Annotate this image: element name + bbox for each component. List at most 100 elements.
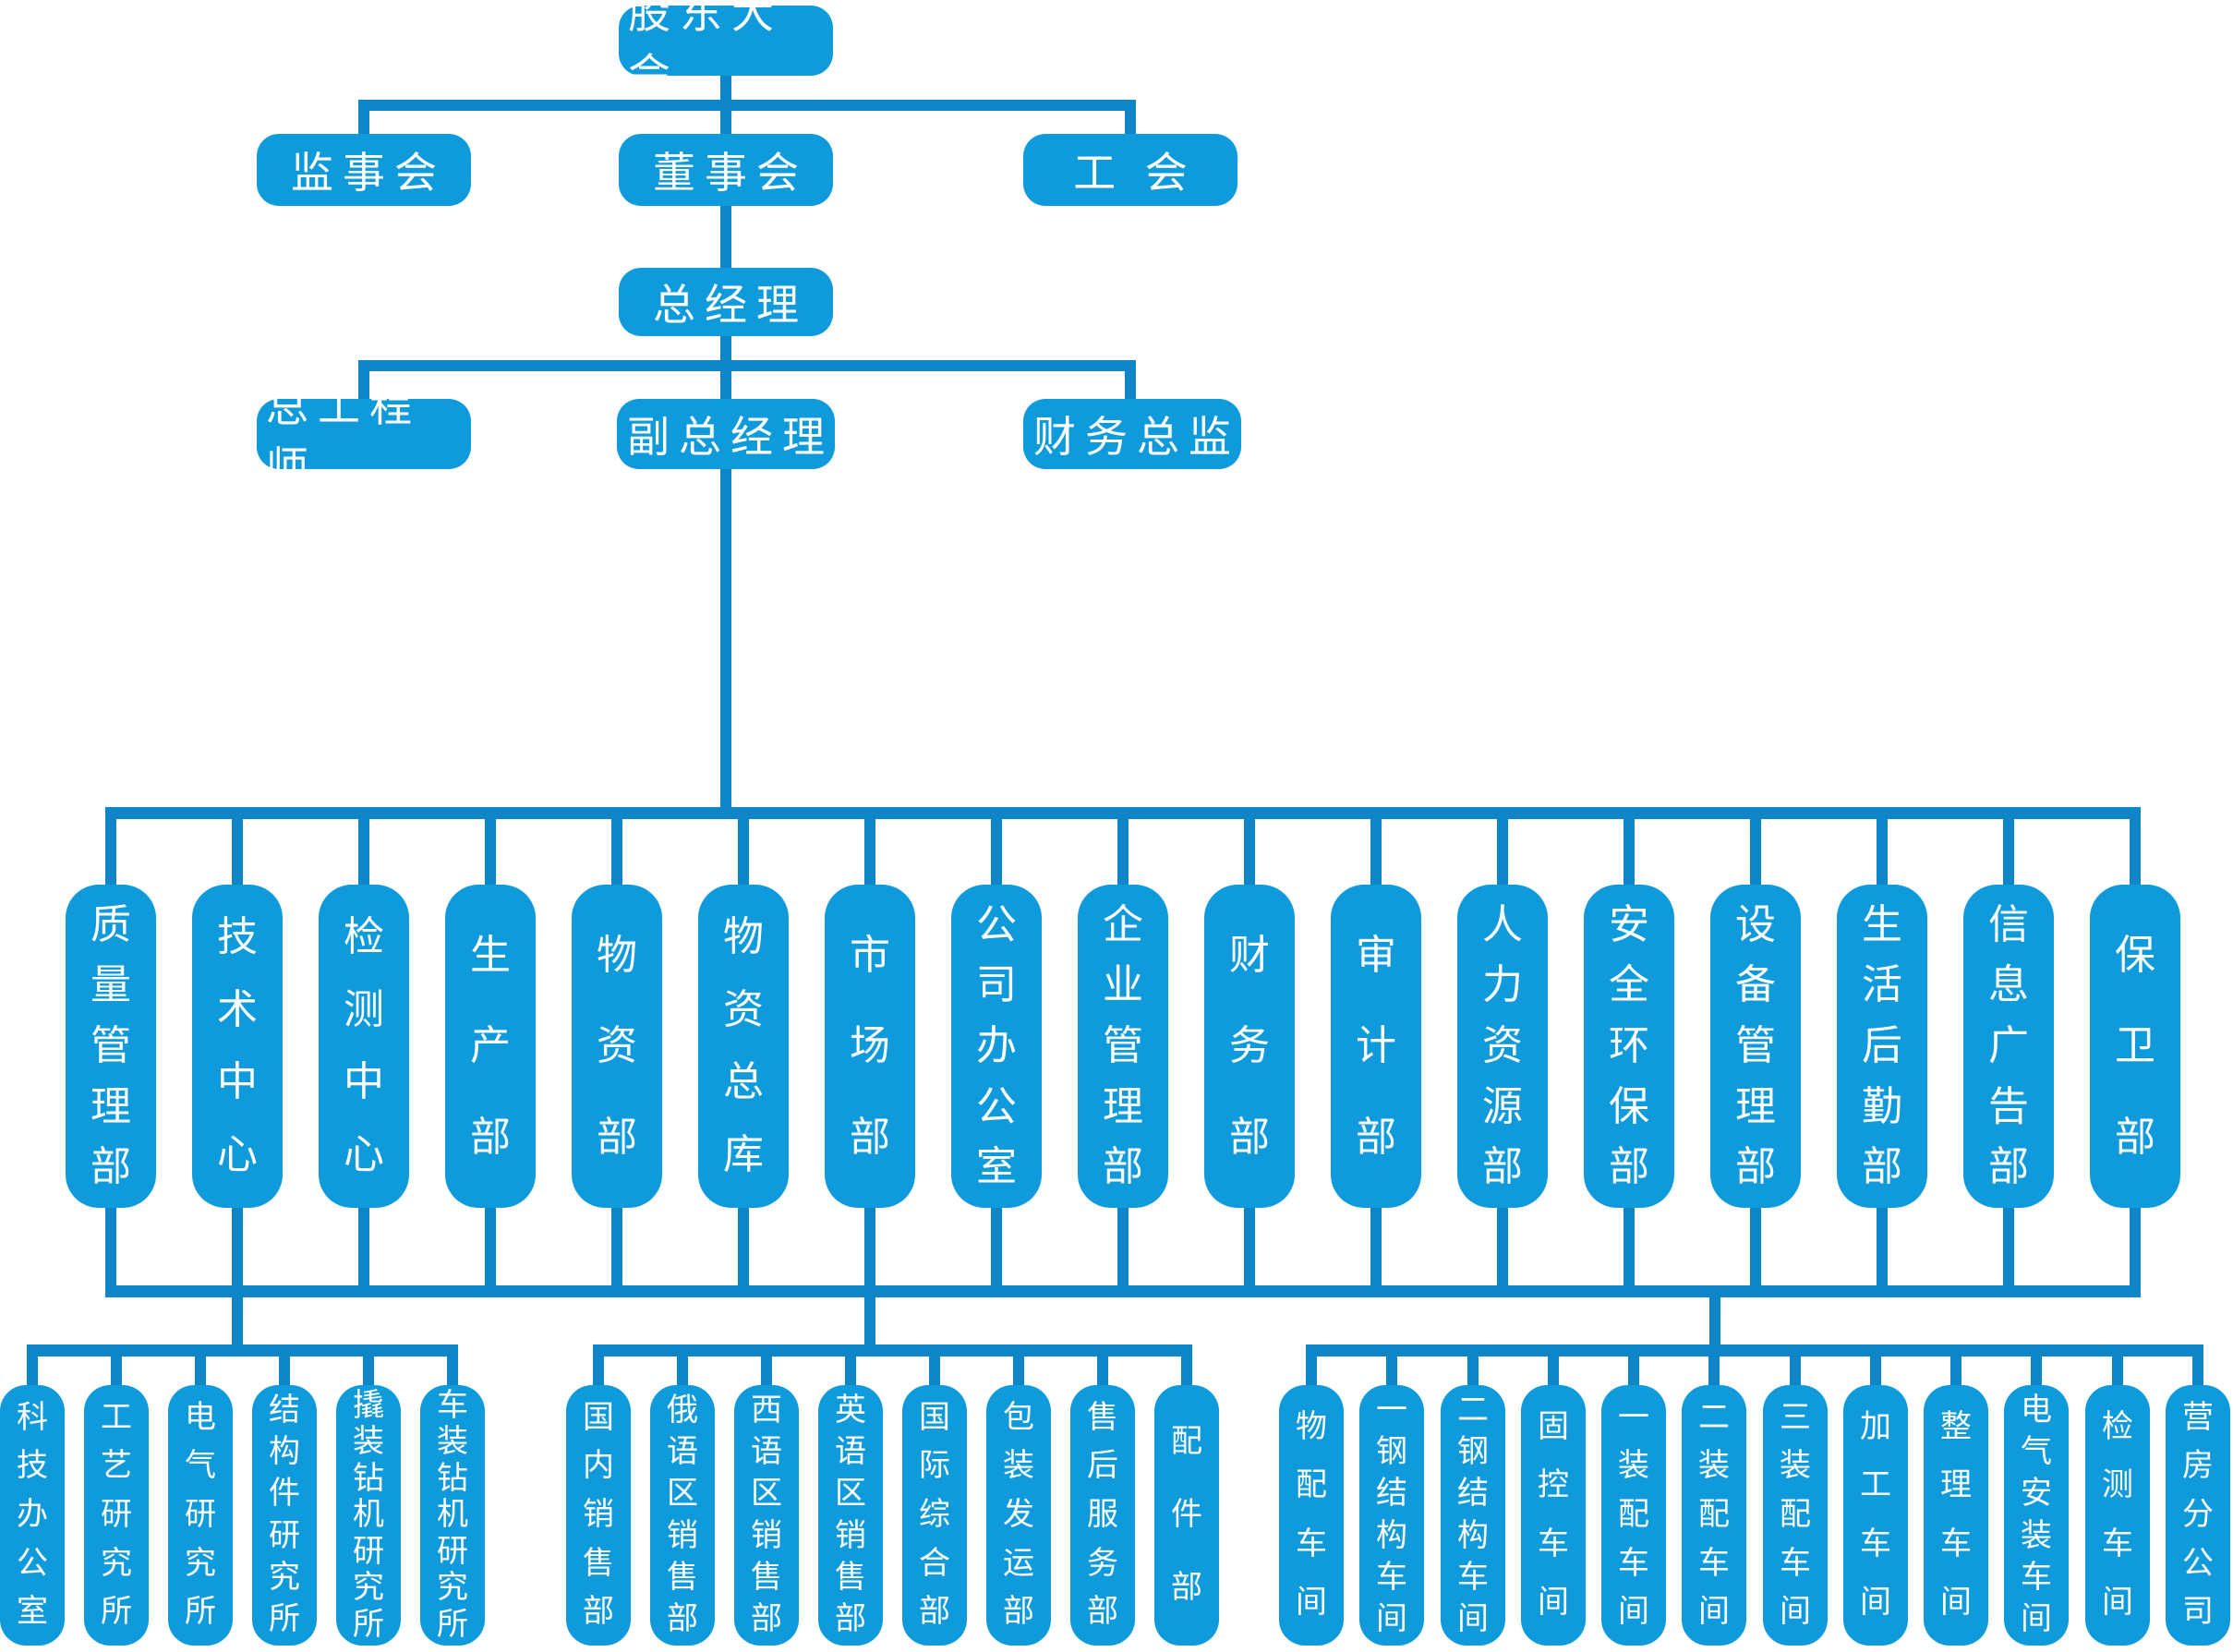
connector-line (1950, 1353, 1961, 1390)
connector-line (447, 1353, 458, 1390)
node-label: 二装配车间 (1698, 1400, 1730, 1630)
connector-line (358, 100, 369, 134)
group2-node-10: 检测车间 (2085, 1385, 2150, 1646)
dept-node-4: 物资部 (572, 885, 662, 1208)
dept-node-13: 设备管理部 (1710, 885, 1801, 1208)
group1-node-6: 售后服务部 (1070, 1385, 1135, 1646)
node-label: 股东大会 (628, 0, 783, 98)
node-label: 俄语区销售部 (667, 1393, 698, 1636)
connector-line (1125, 100, 1136, 134)
node-label: 物资部 (597, 932, 637, 1160)
node-label: 安全环保部 (1609, 901, 1649, 1190)
connector-line (1623, 807, 1635, 886)
connector-line (2003, 1208, 2014, 1291)
connector-line (720, 360, 731, 399)
node-label: 电气研究所 (185, 1400, 216, 1630)
node-label: 工艺研究所 (101, 1400, 132, 1630)
group0-node-2: 电气研究所 (168, 1385, 233, 1646)
node-label: 车装钻机研究所 (437, 1388, 468, 1642)
connector-line (1117, 807, 1129, 886)
connector-line (232, 1293, 243, 1348)
connector-line (2130, 1208, 2141, 1291)
connector-line (2003, 807, 2014, 886)
node-label: 设备管理部 (1735, 901, 1776, 1190)
node-label: 质量管理部 (91, 901, 131, 1190)
node-label: 物配车间 (1296, 1410, 1327, 1620)
connector-line (1306, 1345, 2203, 1357)
connector-line (1750, 1208, 1761, 1291)
node-label: 结构件研究所 (269, 1393, 300, 1636)
connector-line (761, 1353, 772, 1390)
group1-node-3: 英语区销售部 (818, 1385, 883, 1646)
node-shareholders-meeting: 股东大会 (619, 0, 833, 98)
connector-line (1125, 360, 1136, 399)
node-label: 财务总监 (1033, 414, 1240, 461)
connector-line (720, 336, 731, 364)
node-labor-union: 工 会 (1023, 134, 1237, 206)
node-label: 固控车间 (1538, 1410, 1569, 1620)
dept-node-7: 公司办公室 (951, 885, 1042, 1208)
connector-line (1708, 1353, 1720, 1390)
connector-line (1628, 1353, 1639, 1390)
node-label: 总工程师 (266, 383, 421, 491)
node-label: 物资总库 (723, 913, 764, 1178)
node-label: 撬装钻机研究所 (353, 1388, 384, 1642)
dept-node-3: 生产部 (445, 885, 536, 1208)
connector-line (2112, 1353, 2123, 1390)
group2-node-6: 三装配车间 (1763, 1385, 1828, 1646)
connector-line (864, 1293, 875, 1348)
node-label: 配件部 (1171, 1425, 1202, 1605)
connector-line (1386, 1353, 1397, 1390)
dept-node-15: 信息广告部 (1963, 885, 2054, 1208)
node-label: 保卫部 (2115, 932, 2155, 1160)
node-label: 公司办公室 (976, 901, 1017, 1190)
connector-line (105, 807, 116, 886)
node-label: 董事会 (653, 150, 808, 197)
connector-line (2031, 1353, 2042, 1390)
connector-line (1467, 1353, 1479, 1390)
connector-line (105, 1285, 2141, 1297)
connector-line (1244, 1208, 1255, 1291)
group2-node-1: 一钢结构车间 (1359, 1385, 1424, 1646)
group0-node-1: 工艺研究所 (84, 1385, 149, 1646)
node-label: 一钢结构车间 (1376, 1393, 1407, 1636)
connector-line (1877, 1208, 1888, 1291)
node-label: 总经理 (653, 282, 808, 329)
node-label: 副总经理 (627, 414, 834, 461)
node-label: 英语区销售部 (835, 1393, 866, 1636)
connector-line (677, 1353, 688, 1390)
group2-node-0: 物配车间 (1279, 1385, 1344, 1646)
group2-node-8: 整理车间 (1924, 1385, 1988, 1646)
node-label: 人力资源部 (1482, 901, 1523, 1190)
node-label: 财务部 (1229, 932, 1270, 1160)
connector-line (1548, 1353, 1559, 1390)
dept-node-10: 审计部 (1331, 885, 1421, 1208)
group1-node-0: 国内销售部 (566, 1385, 631, 1646)
connector-line (1623, 1208, 1635, 1291)
connector-line (1790, 1353, 1801, 1390)
node-label: 一装配车间 (1618, 1400, 1649, 1630)
node-label: 二钢结构车间 (1457, 1393, 1489, 1636)
dept-node-0: 质量管理部 (66, 885, 156, 1208)
node-label: 技术中心 (217, 913, 258, 1178)
node-deputy-general-manager: 副总经理 (617, 399, 835, 469)
connector-line (1497, 1208, 1508, 1291)
connector-line (1306, 1353, 1317, 1390)
connector-line (611, 1208, 622, 1291)
connector-line (1750, 807, 1761, 886)
connector-line (1370, 1208, 1382, 1291)
connector-line (195, 1353, 206, 1390)
connector-line (1370, 807, 1382, 886)
connector-line (1709, 1293, 1720, 1348)
group2-node-3: 固控车间 (1521, 1385, 1586, 1646)
node-label: 三装配车间 (1780, 1400, 1811, 1630)
group2-node-9: 电气安装车间 (2004, 1385, 2069, 1646)
group2-node-2: 二钢结构车间 (1441, 1385, 1505, 1646)
connector-line (864, 1208, 875, 1291)
dept-node-2: 检测中心 (319, 885, 409, 1208)
connector-line (720, 206, 731, 268)
connector-line (1877, 807, 1888, 886)
group0-node-0: 科技办公室 (0, 1385, 65, 1646)
connector-line (27, 1353, 38, 1390)
